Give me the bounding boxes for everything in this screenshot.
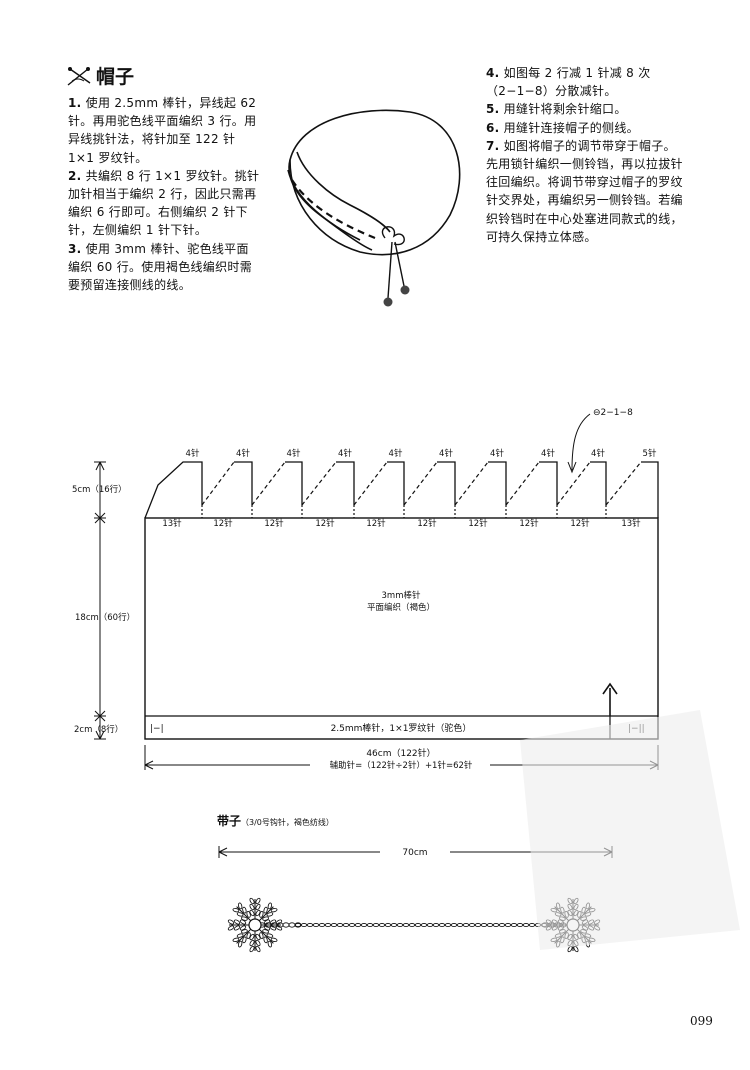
instruction-step: 6. 用缝针连接帽子的侧线。 xyxy=(486,120,639,135)
valley-stitch-label: 12针 xyxy=(519,518,539,529)
strap-title: 带子（3/0号钩针，褐色纺线） xyxy=(217,814,334,828)
dim-rib-height: 2cm（8行） xyxy=(74,724,123,735)
body-needle-label: 3mm棒针 xyxy=(382,590,421,601)
page-number: 099 xyxy=(690,1014,713,1028)
top-stitch-label: 4针 xyxy=(591,448,605,459)
decrease-line xyxy=(251,461,286,506)
decrease-line xyxy=(201,461,235,506)
instruction-step: 2. 共编织 8 行 1×1 罗纹针。挑针加针相当于编织 2 行，因此只需再编织… xyxy=(68,168,260,238)
instruction-step: 5. 用缝针将剩余针缩口。 xyxy=(486,102,627,117)
valley-stitch-label: 13针 xyxy=(162,518,182,529)
strap-length: 70cm xyxy=(402,848,427,858)
aux-needle-formula: 辅助针=（122针÷2针）+1针=62针 xyxy=(330,760,473,771)
dim-top-height: 5cm（16行） xyxy=(72,484,127,495)
decrease-line xyxy=(403,461,438,506)
hat-crown-outline xyxy=(144,461,659,519)
rib-label: 2.5mm棒针，1×1罗纹针（驼色） xyxy=(331,722,472,734)
decrease-line xyxy=(605,461,642,506)
valley-stitch-label: 13针 xyxy=(621,518,641,529)
top-stitch-label: 4针 xyxy=(439,448,453,459)
instruction-step: 1. 使用 2.5mm 棒针，异线起 62 针。再用驼色线平面编织 3 行。用异… xyxy=(68,96,257,165)
valley-stitch-label: 12针 xyxy=(213,518,233,529)
instruction-step: 4. 如图每 2 行减 1 针减 8 次（2−1−8）分散减针。 xyxy=(486,66,651,99)
left-instructions: 1. 使用 2.5mm 棒针，异线起 62 针。再用驼色线平面编织 3 行。用异… xyxy=(68,94,260,294)
decrease-line xyxy=(454,461,489,506)
rib-symbol-left: |−| xyxy=(150,724,164,734)
valley-stitch-label: 12针 xyxy=(468,518,488,529)
top-stitch-label: 4针 xyxy=(338,448,352,459)
top-stitch-label: 5针 xyxy=(643,448,657,459)
top-stitch-label: 4针 xyxy=(389,448,403,459)
top-stitch-label: 4针 xyxy=(541,448,555,459)
hat-body-outline xyxy=(144,517,659,740)
body-stitch-label: 平面编织（褐色） xyxy=(367,602,435,613)
instruction-step: 3. 使用 3mm 棒针、驼色线平面编织 60 行。使用褐色线编织时需要预留连接… xyxy=(68,241,252,293)
top-stitch-label: 4针 xyxy=(287,448,301,459)
decrease-line xyxy=(505,461,540,506)
top-stitch-label: 4针 xyxy=(236,448,250,459)
bell-motif-left xyxy=(227,897,283,953)
right-instructions: 4. 如图每 2 行减 1 针减 8 次（2−1−8）分散减针。 5. 用缝针将… xyxy=(486,64,686,246)
section-title: 帽子 xyxy=(66,62,134,89)
valley-stitch-label: 12针 xyxy=(417,518,437,529)
width-label: 46cm（122针） xyxy=(366,747,435,759)
top-stitch-label: 4针 xyxy=(490,448,504,459)
decrease-line xyxy=(301,461,337,506)
watermark-seal xyxy=(520,710,740,950)
decrease-note: ⊖2−1−8 xyxy=(593,408,633,418)
instruction-step: 7. 如图将帽子的调节带穿于帽子。先用锁针编织一侧铃铛，再以拉拔针往回编织。将调… xyxy=(486,138,683,244)
valley-stitch-label: 12针 xyxy=(315,518,335,529)
title-text: 帽子 xyxy=(96,66,135,88)
decrease-line xyxy=(353,461,388,506)
top-stitch-label: 4针 xyxy=(186,448,200,459)
valley-stitch-label: 12针 xyxy=(366,518,386,529)
valley-stitch-label: 12针 xyxy=(570,518,590,529)
dim-body-height: 18cm（60行） xyxy=(75,612,135,623)
knitting-needles-icon xyxy=(67,66,91,86)
valley-stitch-label: 12针 xyxy=(264,518,284,529)
decrease-line xyxy=(556,461,591,506)
